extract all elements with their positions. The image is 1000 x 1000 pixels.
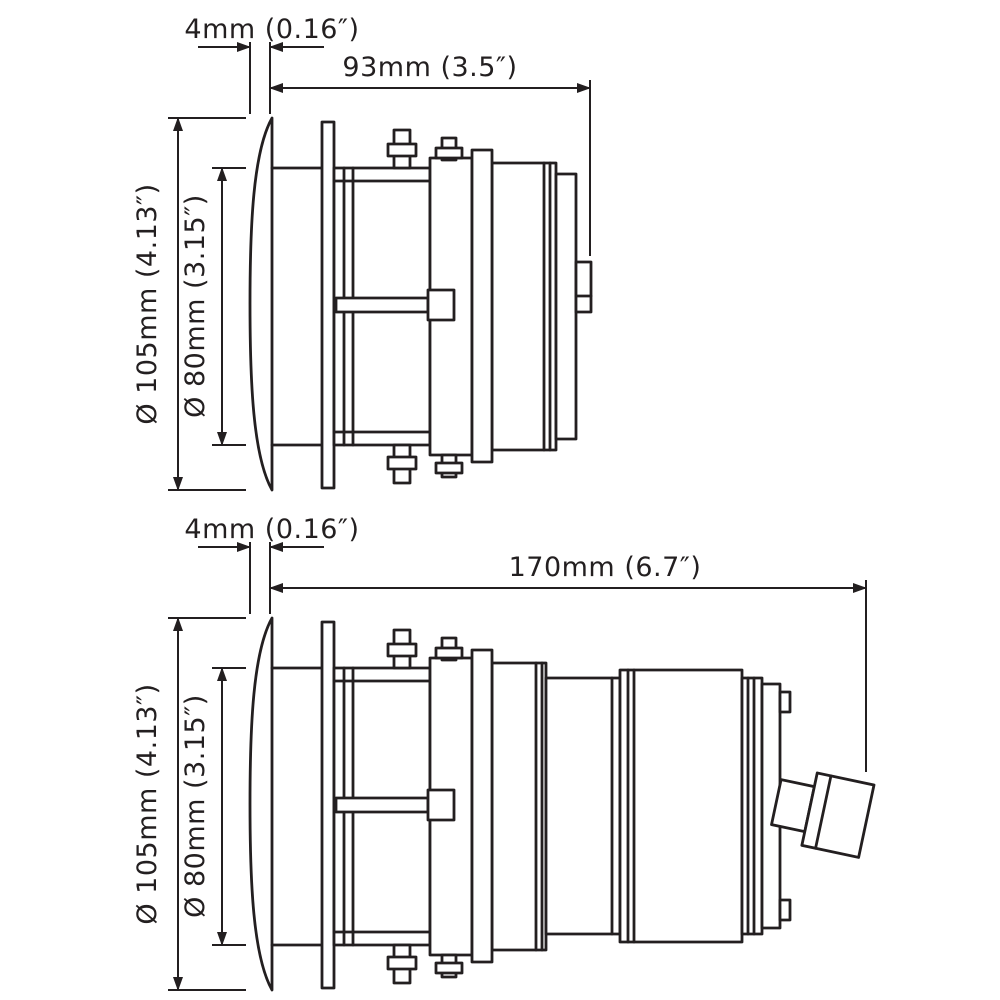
- dim-label-flange-thickness: 4mm (0.16″): [184, 14, 359, 45]
- dim-label-body-diameter: Ø 80mm (3.15″): [180, 194, 211, 418]
- dim-label-body-length: 93mm (3.5″): [342, 52, 517, 83]
- gland-divider: [814, 774, 833, 850]
- bottom-view-dimensions: 4mm (0.16″) 170mm (6.7″) Ø 105mm (4.13″)…: [132, 514, 867, 991]
- motor-cylinder: [544, 676, 622, 936]
- gland-body: [800, 771, 876, 859]
- bottom-view: 4mm (0.16″) 170mm (6.7″) Ø 105mm (4.13″)…: [132, 514, 876, 992]
- top-view-rear-body: [490, 161, 593, 452]
- end-cap: [554, 172, 578, 441]
- connector-stub: [574, 260, 593, 314]
- dim-label-body-diameter: Ø 80mm (3.15″): [180, 694, 211, 918]
- rear-housing: [490, 161, 558, 452]
- cap-screw-top: [778, 690, 792, 714]
- cable-gland: [770, 771, 876, 859]
- dim-label-flange-thickness: 4mm (0.16″): [184, 514, 359, 545]
- main-cylinder: [618, 668, 744, 944]
- front-assembly: [248, 116, 494, 492]
- rear-housing: [490, 661, 548, 952]
- front-assembly: [248, 616, 494, 992]
- bottom-view-rear-body: [490, 661, 876, 952]
- top-view: 4mm (0.16″) 93mm (3.5″) Ø 105mm (4.13″) …: [132, 14, 593, 492]
- dim-label-body-length: 170mm (6.7″): [509, 552, 702, 583]
- top-view-dimensions: 4mm (0.16″) 93mm (3.5″) Ø 105mm (4.13″) …: [132, 14, 591, 491]
- dim-label-flange-diameter: Ø 105mm (4.13″): [132, 183, 163, 424]
- dim-label-flange-diameter: Ø 105mm (4.13″): [132, 683, 163, 924]
- cap-screw-bottom: [778, 898, 792, 922]
- ribbed-section: [740, 676, 764, 936]
